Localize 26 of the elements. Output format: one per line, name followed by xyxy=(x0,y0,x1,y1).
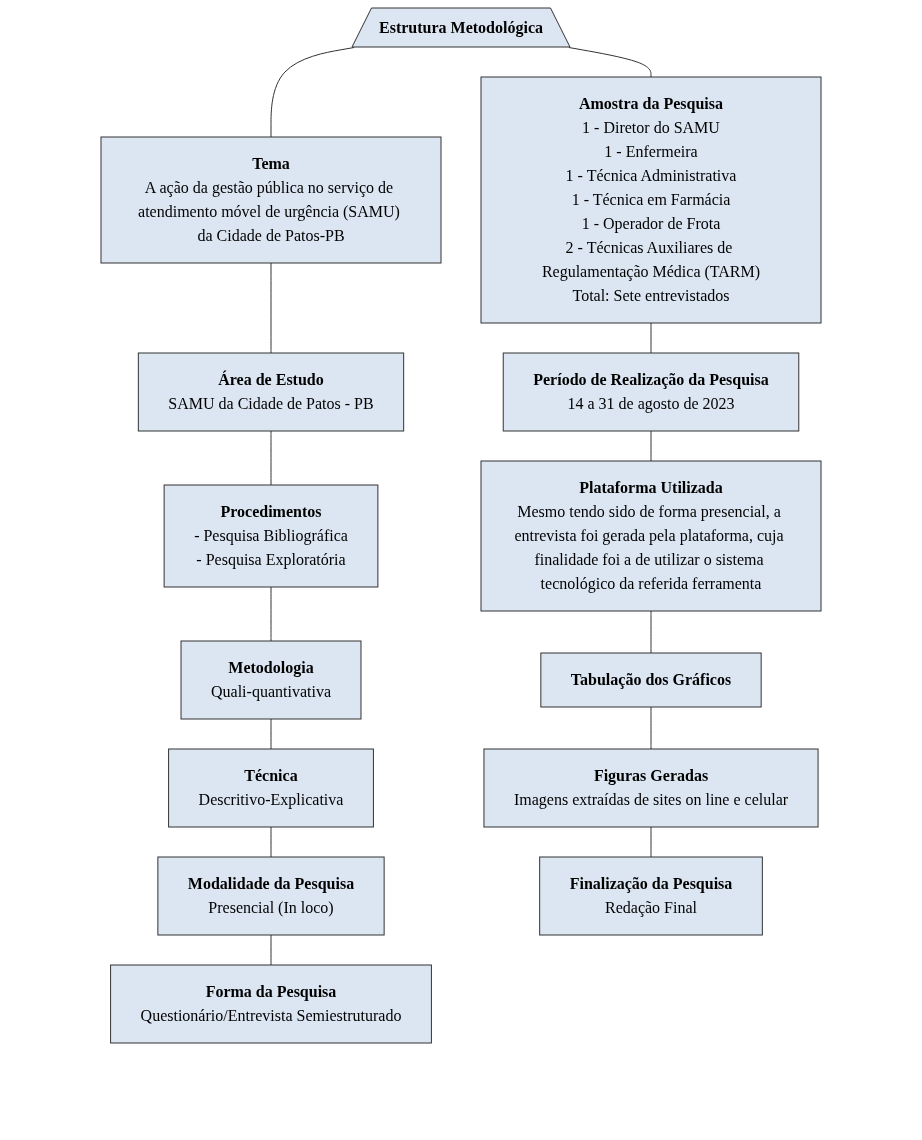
node-box: Período de Realização da Pesquisa 14 a 31 de agosto de 2023 xyxy=(502,352,800,432)
node-box: Tema A ação da gestão pública no serviço de atendimento móvel de urgência (SAMU) da Cidade de Patos-PB xyxy=(100,136,442,264)
connector xyxy=(270,826,272,858)
connector xyxy=(650,706,652,750)
connector xyxy=(568,47,652,78)
node-box: Metodologia Quali-quantivativa xyxy=(180,640,362,720)
node-box: Plataforma Utilizada Mesmo tendo sido de forma presencial, a entrevista foi gerada pela plataforma, cuja finalidade foi a de utilizar o sistema tecnológico da referida ferramenta xyxy=(480,460,822,612)
connector xyxy=(650,430,652,462)
connector xyxy=(650,610,652,654)
connector xyxy=(270,586,272,642)
connector xyxy=(270,430,272,486)
node-box: Área de Estudo SAMU da Cidade de Patos - PB xyxy=(137,352,405,432)
node-box: Figuras Geradas Imagens extraídas de sites on line e celular xyxy=(483,748,819,828)
connector xyxy=(270,262,272,354)
node-box: Procedimentos - Pesquisa Bibliográfica - Pesquisa Exploratória xyxy=(163,484,379,588)
node-box: Modalidade da Pesquisa Presencial (In loco) xyxy=(157,856,385,936)
connector xyxy=(650,826,652,858)
node-box: Tabulação dos Gráficos xyxy=(540,652,762,708)
connector xyxy=(270,718,272,750)
node-box: Forma da Pesquisa Questionário/Entrevista Semiestruturado xyxy=(110,964,432,1044)
node-box: Finalização da Pesquisa Redação Final xyxy=(539,856,763,936)
node-box: Amostra da Pesquisa 1 - Diretor do SAMU 1 - Enfermeira 1 - Técnica Administrativa 1 - Técnica em Farmácia 1 - Operador de Frota 2 - Técnicas Auxiliares de Regulamentação Médica (TARM) Total: Sete entrevistados xyxy=(480,76,822,324)
connector xyxy=(270,934,272,966)
connector xyxy=(650,322,652,354)
node-box: Técnica Descritivo-Explicativa xyxy=(168,748,374,828)
connector xyxy=(270,47,355,138)
